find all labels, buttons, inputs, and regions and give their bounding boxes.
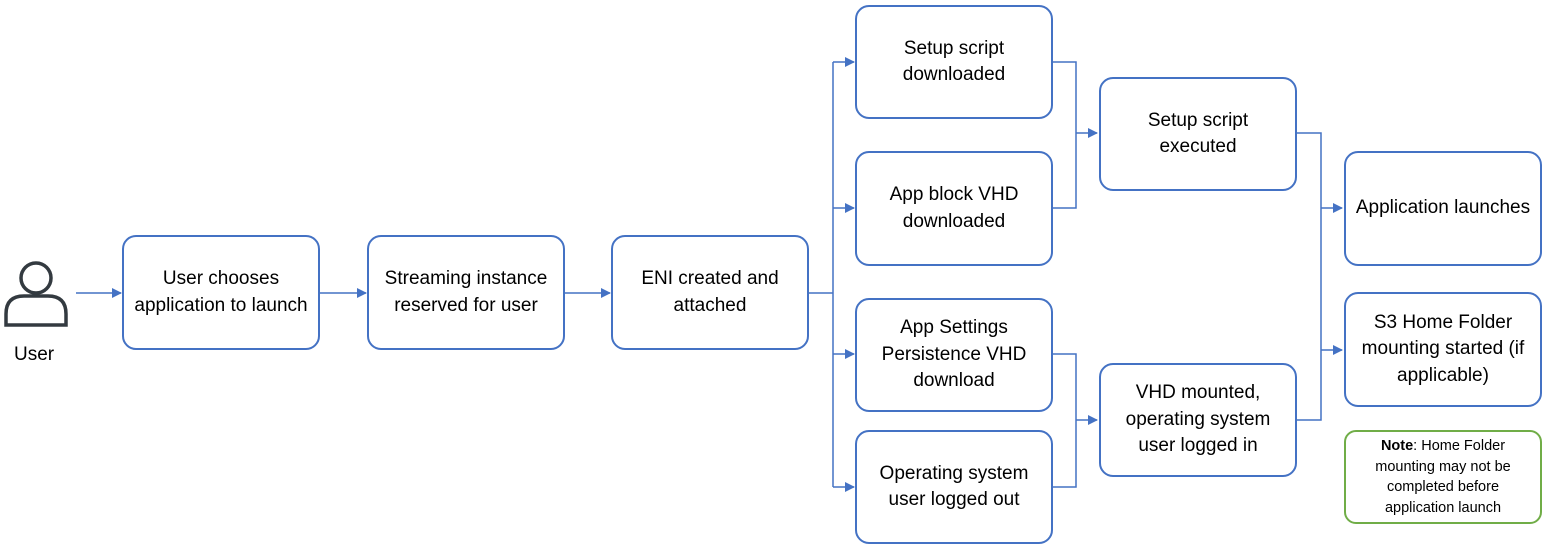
note-prefix: Note bbox=[1380, 438, 1414, 454]
note-body: : Home Folder mounting may not be comple… bbox=[1375, 438, 1511, 516]
step-setup-executed: Setup script executed bbox=[1099, 77, 1297, 191]
note-box: Note: Home Folder mounting may not be co… bbox=[1344, 430, 1542, 524]
step-setup-downloaded: Setup script downloaded bbox=[855, 5, 1053, 119]
merge-final-bracket bbox=[1297, 132, 1322, 421]
step-s3-home-folder: S3 Home Folder mounting started (if appl… bbox=[1344, 292, 1542, 407]
user-icon bbox=[4, 261, 68, 327]
merge-bottom-bracket bbox=[1053, 353, 1077, 488]
step-app-block-downloaded: App block VHD downloaded bbox=[855, 151, 1053, 266]
step-app-settings-download: App Settings Persistence VHD download bbox=[855, 298, 1053, 412]
step-os-user-logged-out: Operating system user logged out bbox=[855, 430, 1053, 544]
step-eni-created: ENI created and attached bbox=[611, 235, 809, 350]
note-text: Note: Home Folder mounting may not be co… bbox=[1356, 436, 1530, 518]
user-label: User bbox=[14, 344, 55, 365]
step-user-chooses: User chooses application to launch bbox=[122, 235, 320, 350]
step-streaming-instance: Streaming instance reserved for user bbox=[367, 235, 565, 350]
step-vhd-mounted: VHD mounted, operating system user logge… bbox=[1099, 363, 1297, 477]
merge-top-bracket bbox=[1053, 61, 1077, 209]
step-application-launches: Application launches bbox=[1344, 151, 1542, 266]
